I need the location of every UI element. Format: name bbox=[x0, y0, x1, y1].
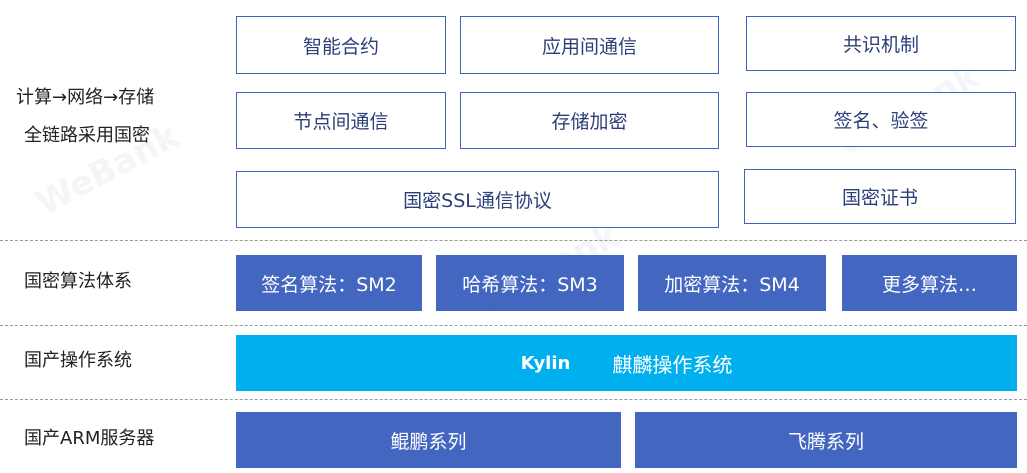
os-brand: Kylin bbox=[520, 352, 571, 374]
box-smart-contract: 智能合约 bbox=[236, 16, 446, 74]
box-algo-more: 更多算法… bbox=[842, 255, 1017, 311]
label-crypto-chain-line1: 计算→网络→存储 bbox=[16, 87, 155, 108]
box-os: Kylin 麒麟操作系统 bbox=[236, 335, 1017, 391]
box-kunpeng: 鲲鹏系列 bbox=[236, 412, 621, 468]
box-sign-verify: 签名、验签 bbox=[746, 92, 1016, 147]
box-algo-sm2: 签名算法：SM2 bbox=[236, 255, 422, 311]
label-server: 国产ARM服务器 bbox=[24, 428, 155, 449]
box-ssl: 国密SSL通信协议 bbox=[236, 171, 719, 228]
label-crypto-chain-line2: 全链路采用国密 bbox=[24, 125, 150, 146]
box-consensus: 共识机制 bbox=[746, 16, 1016, 71]
separator bbox=[0, 325, 1027, 326]
os-name: 麒麟操作系统 bbox=[612, 352, 733, 377]
label-os: 国产操作系统 bbox=[24, 350, 132, 371]
separator bbox=[0, 399, 1027, 400]
box-cert: 国密证书 bbox=[744, 169, 1016, 224]
box-storage-enc: 存储加密 bbox=[460, 92, 719, 149]
box-node-comm: 节点间通信 bbox=[236, 92, 446, 149]
box-feiteng: 飞腾系列 bbox=[635, 412, 1017, 468]
box-algo-sm4: 加密算法：SM4 bbox=[638, 255, 826, 311]
separator bbox=[0, 240, 1027, 241]
box-algo-sm3: 哈希算法：SM3 bbox=[436, 255, 624, 311]
box-app-comm: 应用间通信 bbox=[460, 16, 719, 74]
label-algo-system: 国密算法体系 bbox=[24, 271, 132, 292]
